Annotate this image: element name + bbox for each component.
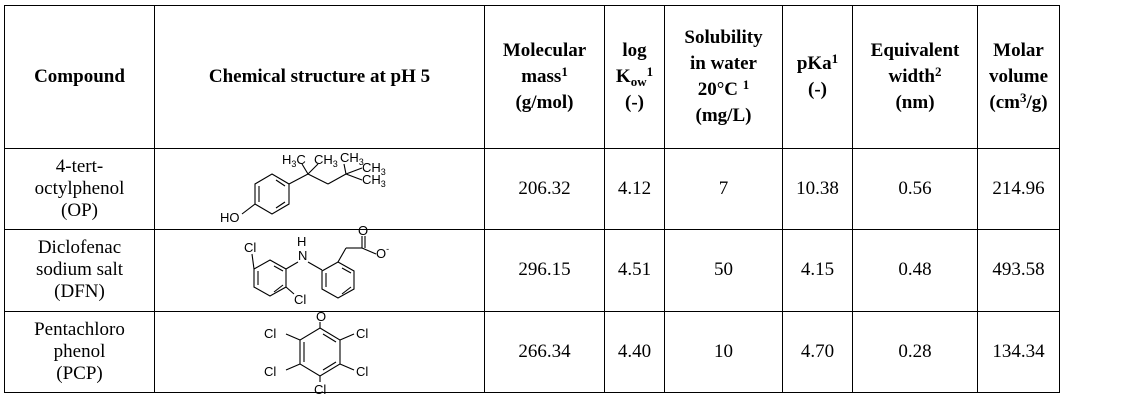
svg-text:Cl: Cl <box>356 326 368 341</box>
pka-cell: 4.70 <box>782 310 853 394</box>
svg-text:Cl: Cl <box>264 326 276 341</box>
structure-cell: Cl Cl H N <box>154 223 485 312</box>
header-compound: Compound <box>4 5 155 149</box>
molar-volume-cell: 134.34 <box>977 310 1060 394</box>
header-pka: pKa1 (-) <box>782 5 853 149</box>
svg-text:H: H <box>297 234 306 249</box>
svg-text:H3C: H3C <box>282 152 306 169</box>
solubility-cell: 10 <box>664 310 783 394</box>
properties-table: Compound Chemical structure at pH 5 Mole… <box>4 5 1136 397</box>
molecular-mass-cell: 206.32 <box>484 147 605 231</box>
svg-text:O-: O- <box>376 244 389 261</box>
svg-text:CH3: CH3 <box>314 152 338 169</box>
molecular-mass-cell: 296.15 <box>484 229 605 312</box>
svg-text:Cl: Cl <box>314 382 326 397</box>
header-molar-volume: Molar volume (cm3/g) <box>977 5 1060 149</box>
pka-cell: 10.38 <box>782 147 853 231</box>
header-structure: Chemical structure at pH 5 <box>154 5 485 149</box>
svg-text:N: N <box>298 248 307 263</box>
svg-text:O: O <box>316 309 326 324</box>
solubility-cell: 50 <box>664 229 783 312</box>
svg-text:Cl: Cl <box>356 364 368 379</box>
table-row: Diclofenac sodium salt (DFN) Cl Cl <box>4 223 1136 312</box>
svg-text:CH3: CH3 <box>362 172 386 189</box>
compound-cell: Diclofenac sodium salt (DFN) <box>4 229 155 312</box>
molar-volume-cell: 214.96 <box>977 147 1060 231</box>
pentachlorophenol-structure: O Cl Cl Cl Cl Cl <box>264 309 368 397</box>
svg-text:HO: HO <box>220 210 240 225</box>
diclofenac-structure: Cl Cl H N <box>244 223 389 307</box>
compound-cell: Pentachloro phenol (PCP) <box>4 310 155 394</box>
header-solubility: Solubility in water 20°C 1 (mg/L) <box>664 5 783 149</box>
pka-cell: 4.15 <box>782 229 853 312</box>
solubility-cell: 7 <box>664 147 783 231</box>
log-kow-cell: 4.40 <box>604 310 665 394</box>
molecular-mass-cell: 266.34 <box>484 310 605 394</box>
header-log-kow: log Kow1 (-) <box>604 5 665 149</box>
compound-cell: 4-tert- octylphenol (OP) <box>4 147 155 231</box>
equivalent-width-cell: 0.48 <box>852 229 978 312</box>
svg-text:Cl: Cl <box>264 364 276 379</box>
log-kow-cell: 4.51 <box>604 229 665 312</box>
equivalent-width-cell: 0.56 <box>852 147 978 231</box>
svg-text:O: O <box>358 223 368 238</box>
header-molecular-mass: Molecular mass1 (g/mol) <box>484 5 605 149</box>
structure-cell: HO H3C CH3 CH3 CH3 CH3 <box>154 147 485 231</box>
svg-text:CH3: CH3 <box>362 160 386 177</box>
log-kow-cell: 4.12 <box>604 147 665 231</box>
structure-cell: O Cl Cl Cl Cl Cl <box>154 309 485 397</box>
equivalent-width-cell: 0.28 <box>852 310 978 394</box>
header-row: Compound Chemical structure at pH 5 Mole… <box>4 5 1136 149</box>
molar-volume-cell: 493.58 <box>977 229 1060 312</box>
svg-text:CH3: CH3 <box>340 150 364 167</box>
header-equivalent-width: Equivalent width2 (nm) <box>852 5 978 149</box>
table-row: Pentachloro phenol (PCP) O Cl <box>4 309 1136 397</box>
svg-text:Cl: Cl <box>294 292 306 307</box>
svg-text:Cl: Cl <box>244 240 256 255</box>
octylphenol-structure: HO H3C CH3 CH3 CH3 CH3 <box>220 150 386 225</box>
table-row: 4-tert- octylphenol (OP) HO <box>4 147 1136 231</box>
